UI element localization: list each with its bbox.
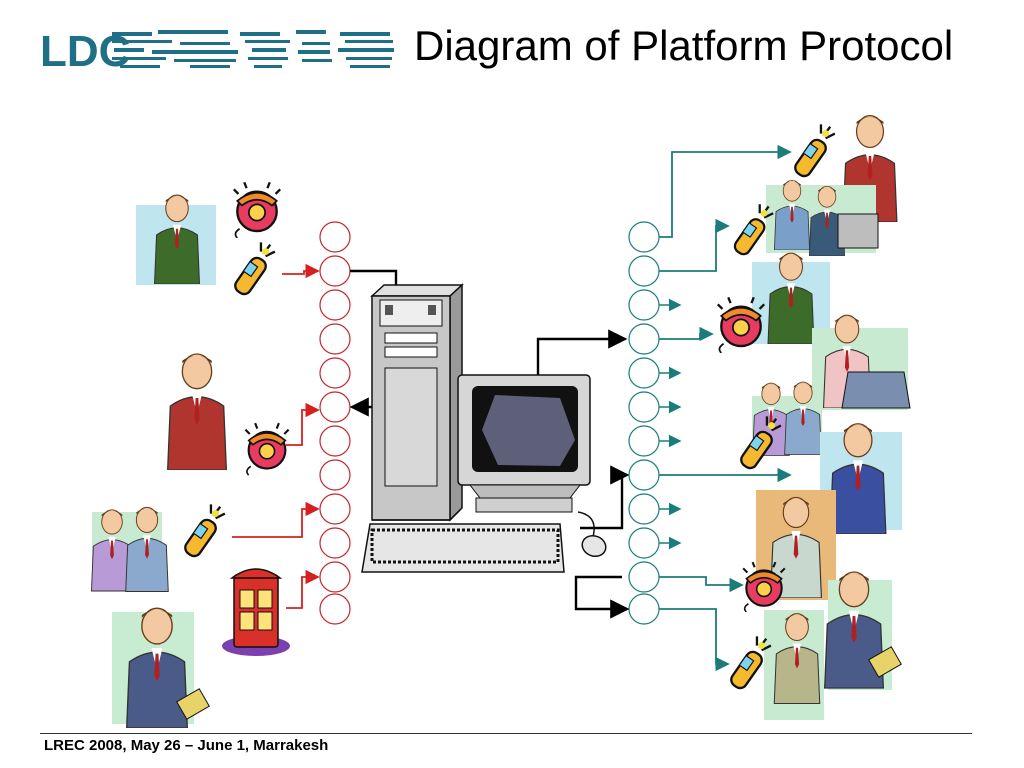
left-port [319, 357, 351, 389]
left-port [319, 527, 351, 559]
keyboard-icon [361, 523, 565, 573]
left-port [319, 221, 351, 253]
left-port [319, 459, 351, 491]
cell-phone-icon [181, 503, 227, 560]
right-port [628, 425, 660, 457]
left-port [319, 425, 351, 457]
right-port [628, 323, 660, 355]
slide-title: Diagram of Platform Protocol [414, 22, 954, 69]
left-port-column [319, 221, 351, 625]
protocol-diagram [90, 114, 911, 728]
left-connectors [232, 263, 320, 609]
footer-text: LREC 2008, May 26 – June 1, Marrakesh [44, 737, 329, 754]
right-port [628, 391, 660, 423]
phone-booth-icon [222, 568, 290, 656]
server-tower-icon [370, 283, 464, 522]
right-port-stubs [659, 298, 682, 550]
right-port [628, 593, 660, 625]
right-port [628, 459, 660, 491]
right-port [628, 289, 660, 321]
right-port [628, 493, 660, 525]
right-connectors [659, 144, 792, 672]
left-port [319, 493, 351, 525]
left-port [319, 391, 351, 423]
left-port [319, 289, 351, 321]
right-port [628, 221, 660, 253]
left-port [319, 593, 351, 625]
left-port [319, 561, 351, 593]
monitor-icon [457, 374, 591, 513]
right-port [628, 255, 660, 287]
left-port [319, 255, 351, 287]
left-port [319, 323, 351, 355]
desk-phone-icon [232, 181, 282, 238]
right-port [628, 527, 660, 559]
mouse-icon [577, 511, 607, 558]
footer-divider [40, 733, 972, 734]
right-callers [716, 114, 911, 720]
ldc-logo: LDC [40, 27, 394, 72]
right-port [628, 561, 660, 593]
right-port-column [628, 221, 660, 625]
right-port [628, 357, 660, 389]
left-callers [90, 181, 290, 728]
porter-figure [166, 353, 228, 470]
cell-phone-icon [231, 241, 277, 298]
logo-stripes [112, 30, 394, 68]
cell-phone-icon [791, 123, 837, 180]
desk-phone-icon [244, 422, 290, 476]
